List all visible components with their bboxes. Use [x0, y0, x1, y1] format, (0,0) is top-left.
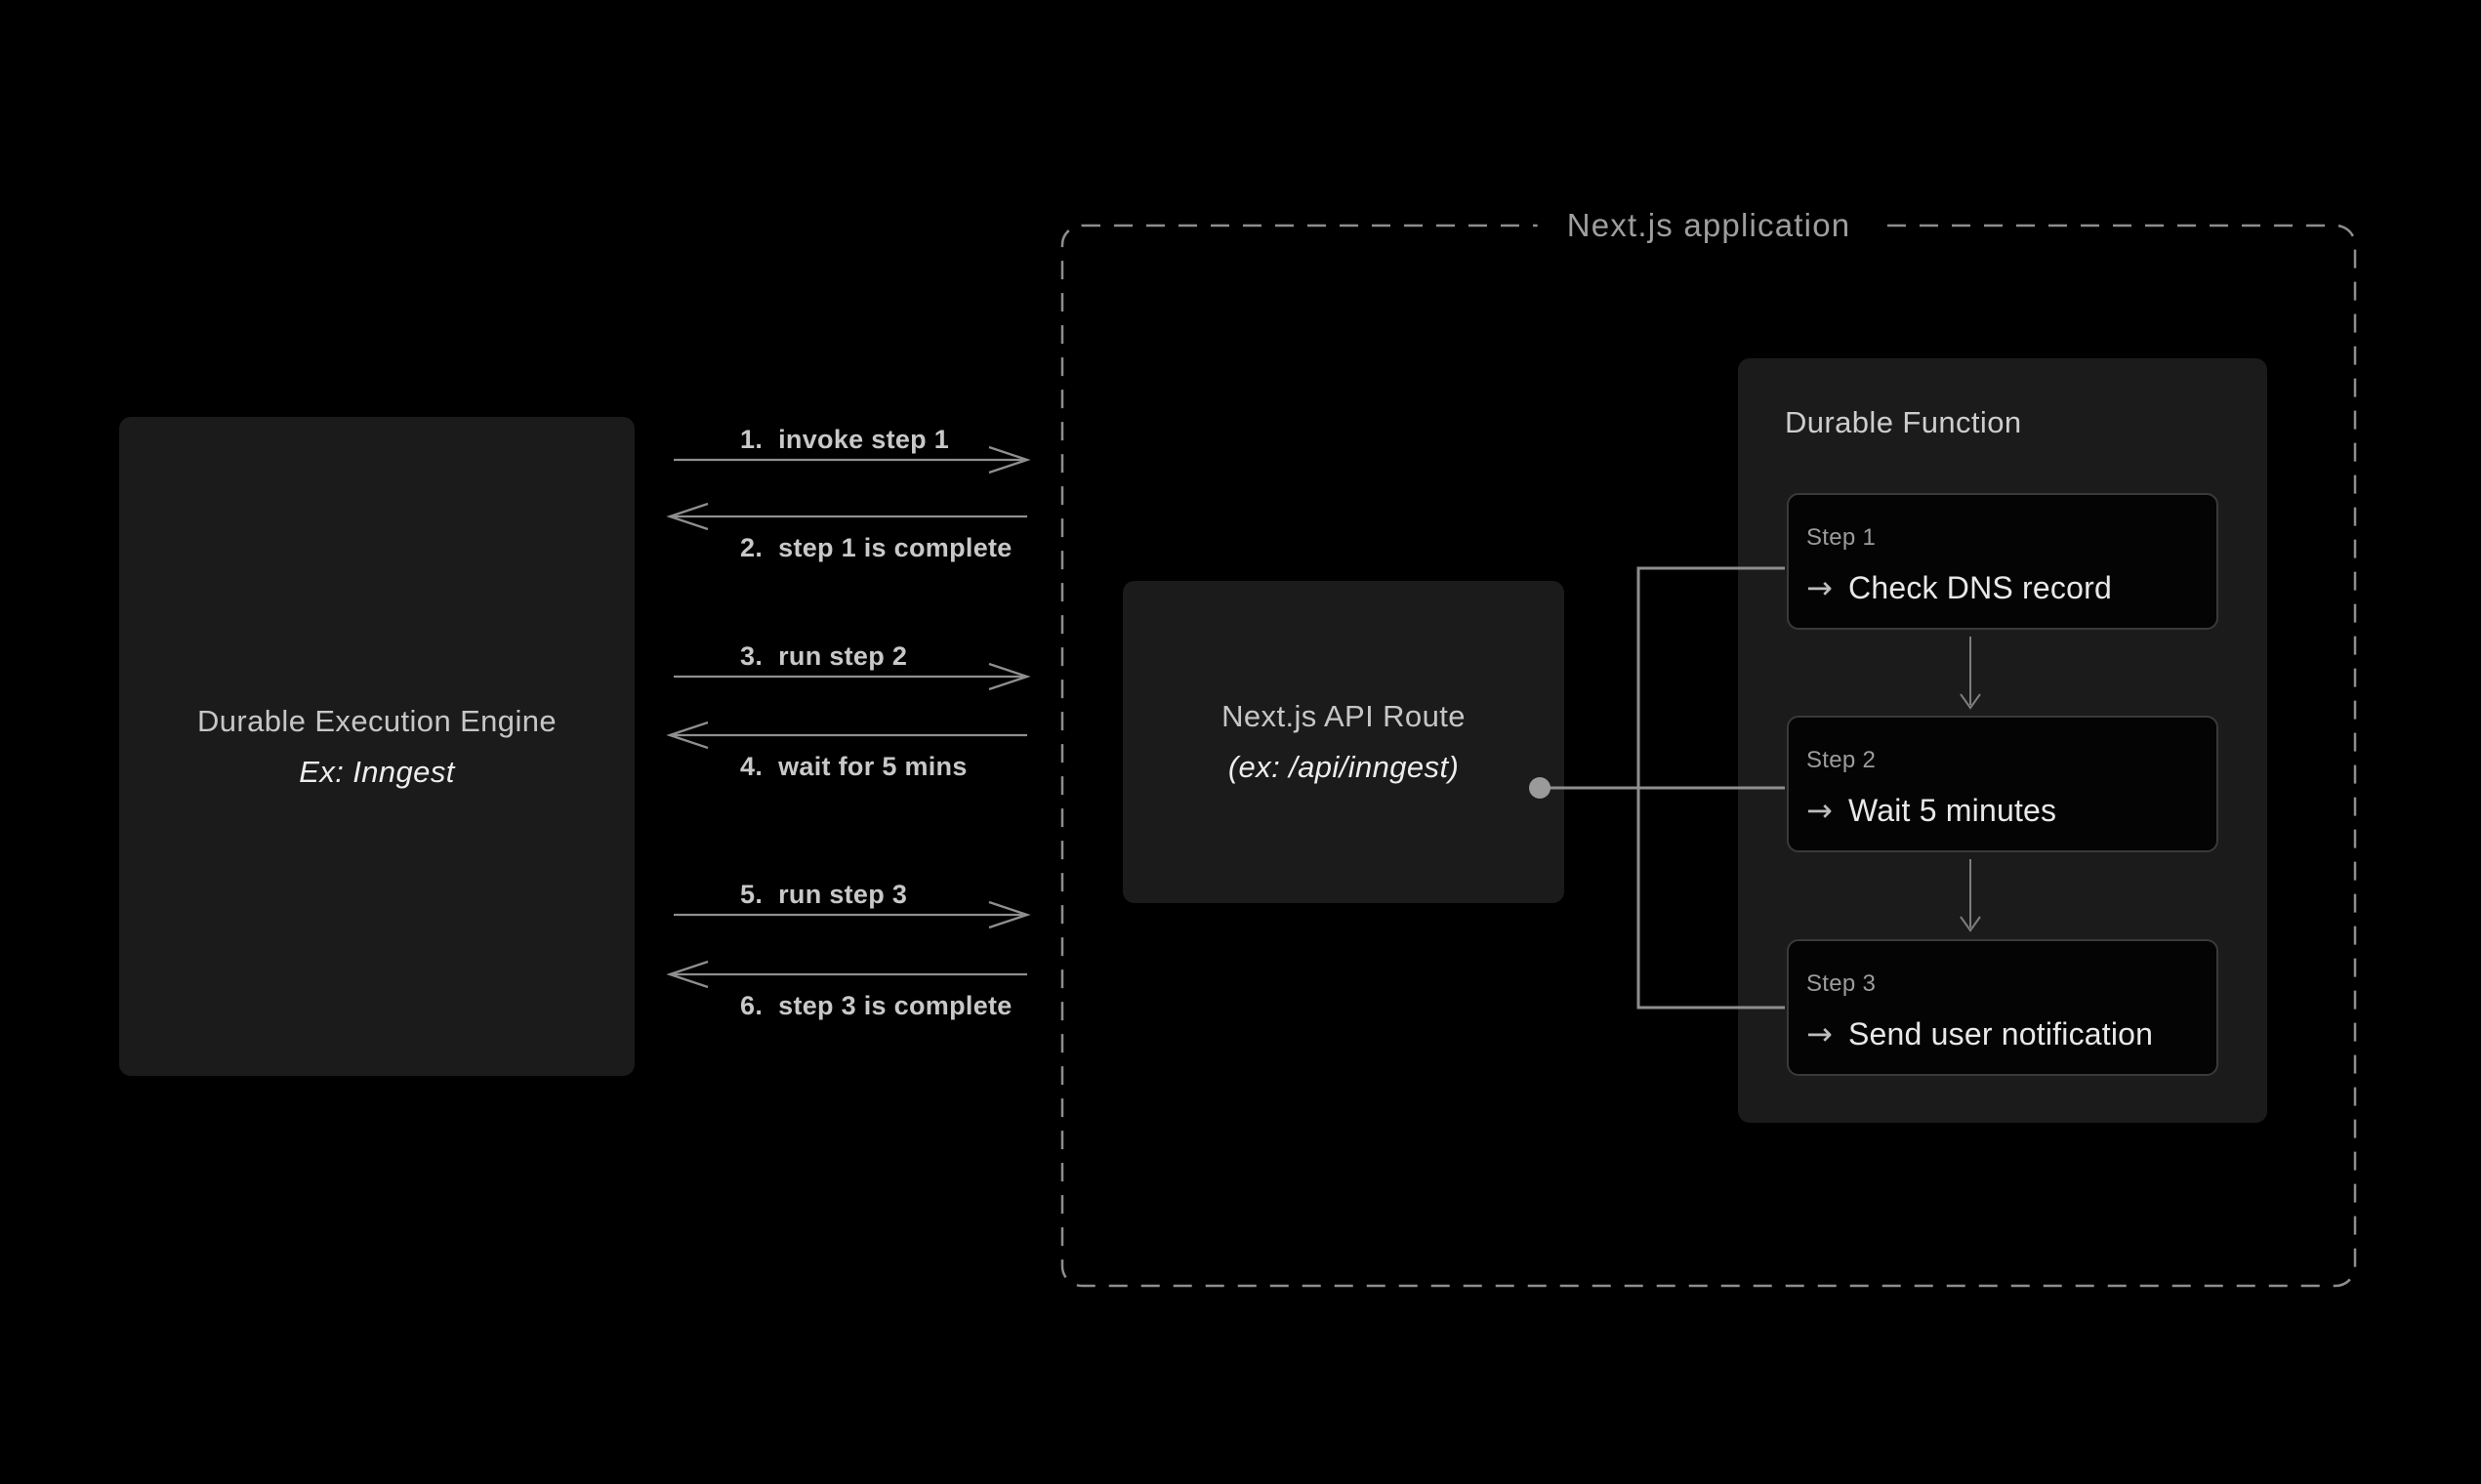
message-1-number: 1. — [740, 425, 764, 454]
step-1-label: Step 1 — [1806, 524, 1877, 551]
step-2-content: → Wait 5 minutes — [1806, 792, 2056, 829]
step-1-content: → Check DNS record — [1806, 569, 2112, 606]
step-card-3: Step 3 → Send user notification — [1787, 939, 2218, 1076]
durable-function-title: Durable Function — [1785, 405, 2022, 439]
engine-subtitle: Ex: Inngest — [299, 754, 455, 789]
message-6-number: 6. — [740, 991, 764, 1020]
message-label-1: 1. invoke step 1 — [740, 424, 949, 455]
step-card-2: Step 2 → Wait 5 minutes — [1787, 716, 2218, 852]
message-2-number: 2. — [740, 533, 764, 562]
engine-title: Durable Execution Engine — [196, 703, 558, 738]
message-label-2: 2. step 1 is complete — [740, 532, 1013, 563]
message-3-number: 3. — [740, 641, 764, 671]
step-3-label: Step 3 — [1806, 970, 1877, 997]
message-label-3: 3. run step 2 — [740, 640, 907, 672]
durable-function-panel: Durable Function Step 1 → Check DNS recor… — [1738, 358, 2267, 1123]
step-3-content: → Send user notification — [1806, 1015, 2153, 1052]
message-label-5: 5. run step 3 — [740, 879, 907, 910]
nextjs-api-route-box: Next.js API Route (ex: /api/inngest) — [1123, 581, 1564, 903]
message-5-text: run step 3 — [778, 880, 908, 909]
message-1-text: invoke step 1 — [778, 425, 950, 454]
message-label-4: 4. wait for 5 mins — [740, 751, 968, 782]
message-arrow-4 — [666, 721, 1027, 750]
arrow-right-icon: → — [1806, 1015, 1834, 1052]
nextjs-application-label: Next.js application — [1537, 203, 1881, 248]
step-card-1: Step 1 → Check DNS record — [1787, 493, 2218, 630]
message-4-text: wait for 5 mins — [778, 752, 968, 781]
message-arrow-2 — [666, 502, 1027, 531]
api-route-title: Next.js API Route — [1221, 699, 1466, 733]
message-4-number: 4. — [740, 752, 764, 781]
step-3-text: Send user notification — [1848, 1016, 2154, 1051]
step-2-text: Wait 5 minutes — [1848, 793, 2057, 828]
message-6-text: step 3 is complete — [778, 991, 1013, 1020]
step-2-label: Step 2 — [1806, 747, 1877, 773]
message-label-6: 6. step 3 is complete — [740, 990, 1013, 1021]
arrow-right-icon: → — [1806, 792, 1834, 829]
arrow-right-icon: → — [1806, 569, 1834, 606]
message-2-text: step 1 is complete — [778, 533, 1013, 562]
durable-execution-engine-box: Durable Execution Engine Ex: Inngest — [119, 417, 635, 1076]
message-arrow-6 — [666, 960, 1027, 989]
message-5-number: 5. — [740, 880, 764, 909]
step-1-text: Check DNS record — [1848, 570, 2112, 605]
api-route-subtitle: (ex: /api/inngest) — [1227, 750, 1460, 784]
message-3-text: run step 2 — [778, 641, 908, 671]
